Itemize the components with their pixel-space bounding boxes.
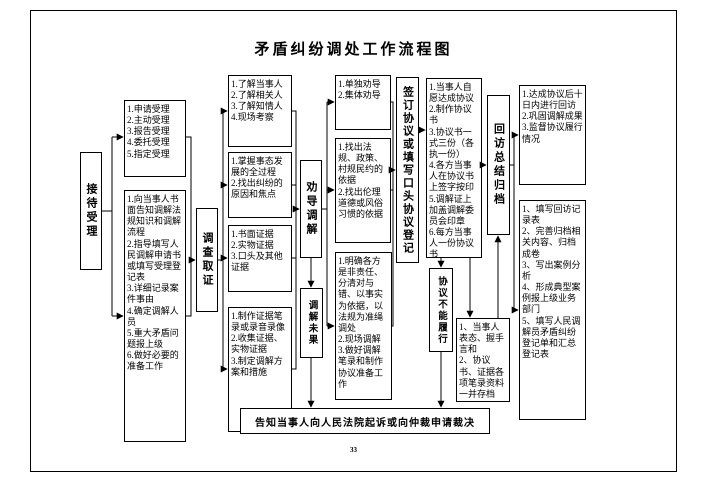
stage-agreement: 签订协议或填写口头协议登记 (396, 77, 419, 263)
stage-mediation-failed: 调解未果 (300, 288, 323, 358)
box-evidence-types: 1.书面证据 2.实物证据 3.口头及其他证据 (228, 225, 292, 292)
page-title: 矛盾纠纷调处工作流程图 (254, 42, 453, 58)
box-litigation-notice: 告知当事人向人民法院起诉或向仲裁申请裁决 (240, 408, 490, 434)
box-followup-actions: 1.达成协议后十日内进行回访 2.巩固调解成果 3.监督协议履行情况 (519, 85, 586, 185)
box-investigation-targets: 1.了解当事人 2.了解相关人 3.了解知情人 4.现场考察 (228, 75, 292, 147)
page-border (30, 10, 677, 472)
box-persuasion-tasks: 1.明确各方是非责任、分清对与错、以事实为依据，以法规为准绳调处 2.现场调解 … (335, 252, 392, 400)
box-reception-methods: 1.申请受理 2.主动受理 3.报告受理 4.委托受理 5.指定受理 (124, 100, 186, 177)
page-number: 33 (350, 446, 357, 454)
stage-agreement-not-performed: 协议不能履行 (429, 268, 453, 352)
box-persuasion-basis: 1.找出法规、政策、村规民约的依据 2.找出伦理道德或风俗习惯的依据 (335, 138, 391, 243)
box-archive-steps: 1、当事人表态、握手言和 2、协议书、证据各项笔录资料一并存档 (456, 318, 510, 402)
box-agreement-steps: 1.当事人自愿达成协议 2.制作协议书 3.协议书一式三份（各执一份） 4.各方… (426, 78, 482, 258)
stage-reception: 接待受理 (80, 152, 102, 270)
box-reception-tasks: 1.向当事人书面告知调解法规知识和调解流程 2.指导填写人民调解申请书或填写受理… (124, 190, 186, 442)
stage-persuasion: 劝导调解 (300, 160, 322, 258)
stage-followup: 回访总结归档 (487, 95, 510, 235)
box-persuasion-methods: 1.单独劝导 2.集体劝导 (335, 75, 391, 130)
box-investigation-goals: 1.掌握事态发展的全过程 2.找出纠纷的原因和焦点 (228, 152, 292, 218)
stage-investigation: 调查取证 (196, 208, 218, 312)
box-summary-actions: 1、填写回访记录表 2、完善归档相关内容、归档成卷 3、写出案例分析 4、形成典… (519, 200, 586, 420)
